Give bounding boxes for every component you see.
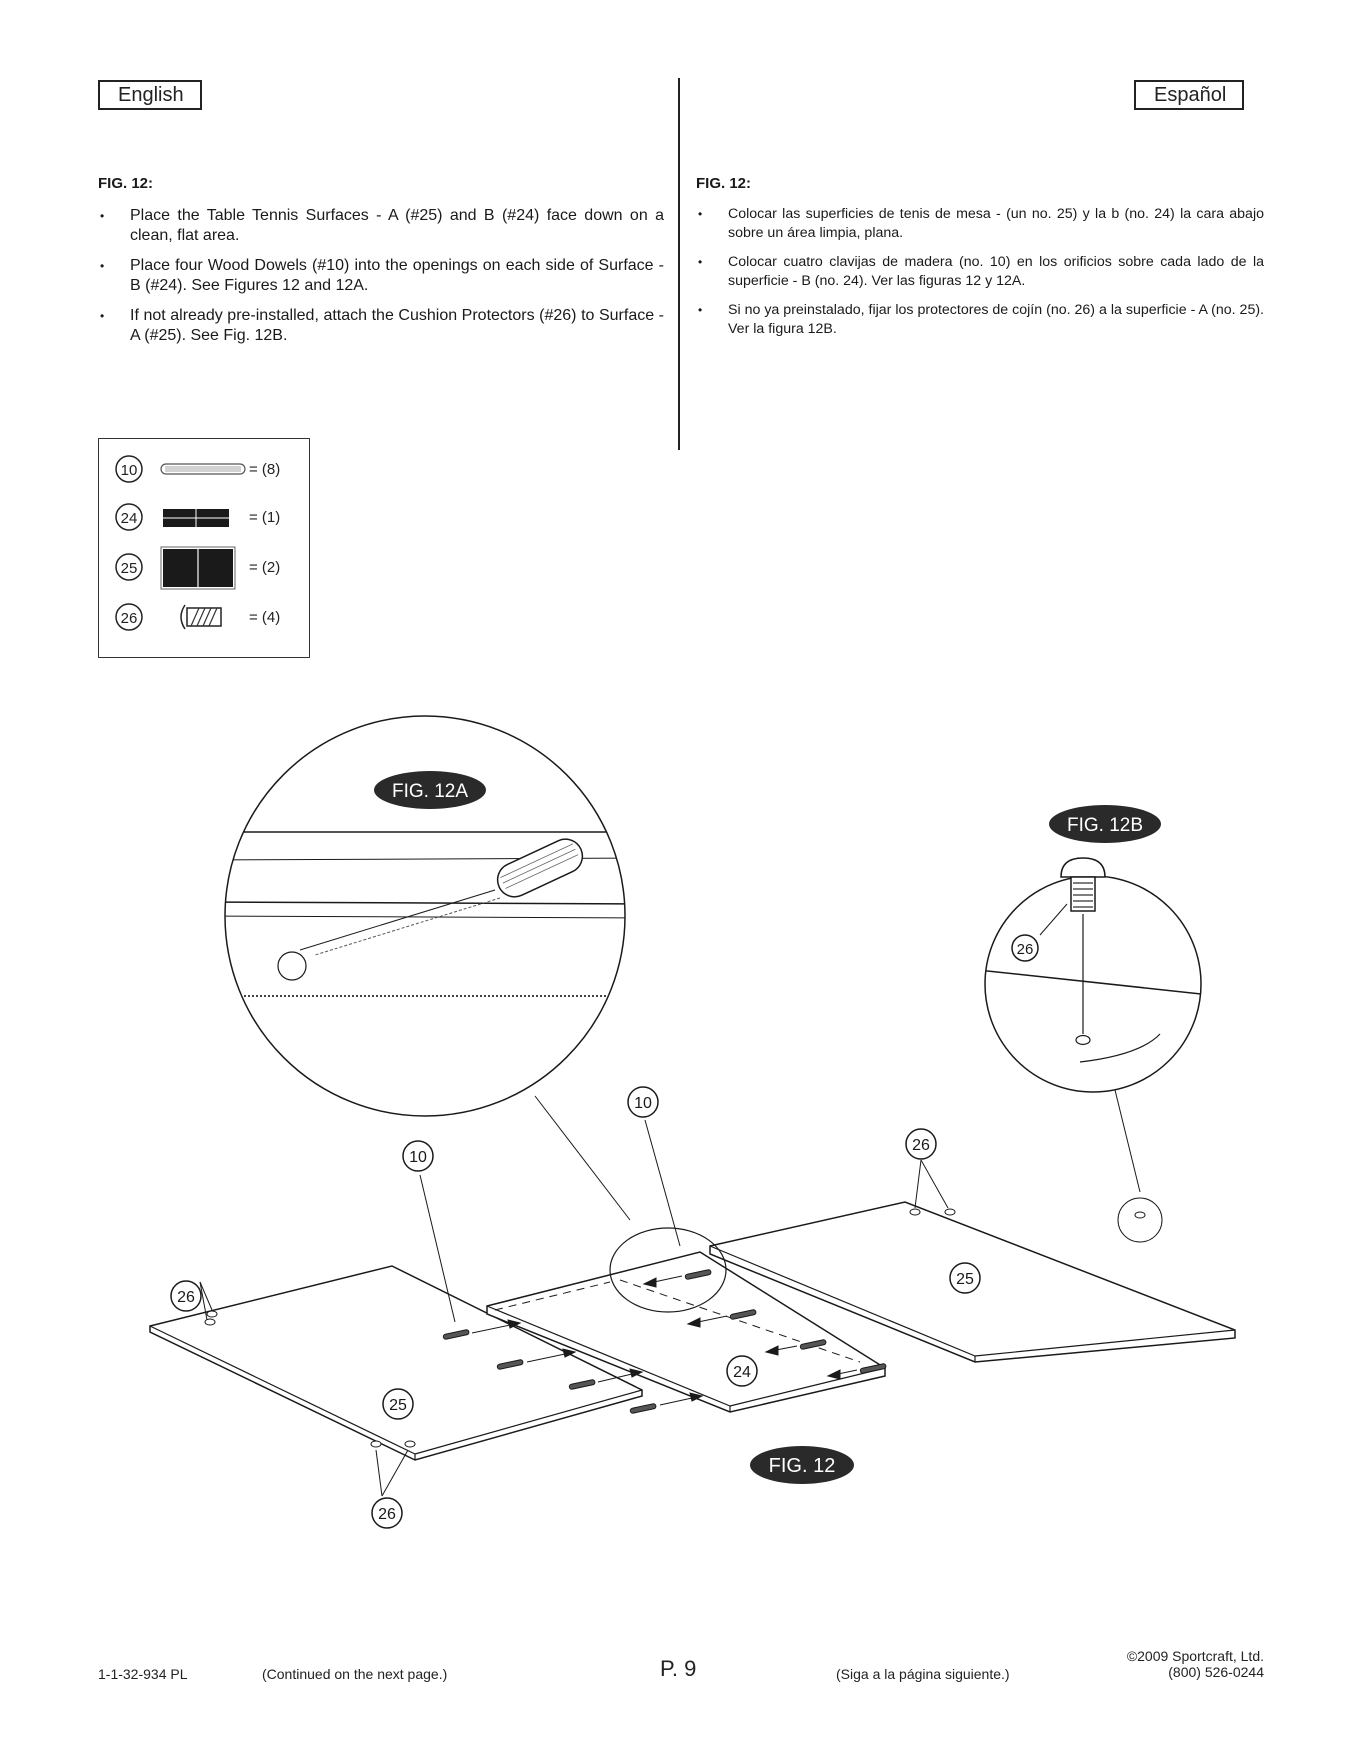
phone-number: (800) 526-0244 [1168,1664,1264,1680]
part-quantity: = (1) [249,509,281,526]
copyright-block: ©2009 Sportcraft, Ltd. (800) 526-0244 [1040,1648,1264,1680]
surface-b-icon [163,509,229,527]
callout-leaders [199,1119,949,1497]
callout-protector-right: 26 [905,1128,937,1160]
parts-row: 25 [115,546,236,590]
spanish-language-label: Español [1134,80,1245,110]
callout-dowel-number: 10 [634,1095,652,1112]
surface-a-icon [160,546,236,590]
english-fig-heading: FIG. 12: [98,175,154,192]
callout-protector-bottom: 26 [371,1497,403,1529]
detail-marker-circle [1117,1197,1163,1243]
fig-12a-label: FIG. 12A [392,781,468,802]
part-number: 25 [121,560,138,577]
callout-protector-number: 26 [1017,941,1034,958]
part-quantity: = (8) [249,461,281,478]
callout-circle [1011,934,1039,962]
callout-dowel-number: 10 [409,1149,427,1166]
english-instructions: FIG. 12: Place the Table Tennis Surfaces… [98,174,664,356]
cushion-protector-marker [404,1440,416,1448]
english-step: If not already pre-installed, attach the… [98,306,664,346]
cushion-protector-icon [180,604,222,630]
continued-spanish: (Siga a la página siguiente.) [836,1666,1010,1682]
parts-list: 10 24 25 [98,438,310,658]
part-number-circle [115,603,143,631]
callout-surface-b: 24 [726,1355,758,1387]
callout-surface-a-number: 25 [389,1397,407,1414]
wood-dowel-icon [160,463,246,475]
fig-12a-zoom-marker [609,1227,727,1313]
page-number: P. 9 [660,1656,697,1681]
english-step: Place the Table Tennis Surfaces - A (#25… [98,206,664,246]
zoom-cushion-protector-icon [1060,857,1106,1046]
callout-surface-a-left: 25 [382,1388,414,1420]
callout-protector-left: 26 [170,1280,202,1312]
zoom-dowel-icon [277,838,584,981]
fig-12a-detail: FIG. 12A [224,715,626,1117]
fig-12a-badge: FIG. 12A [374,771,486,809]
fig-12b-label: FIG. 12B [1067,815,1143,836]
fig-12b-badge: FIG. 12B [1049,805,1161,843]
fig-12-label: FIG. 12 [769,1455,836,1477]
spanish-instructions: FIG. 12: Colocar las superficies de teni… [696,174,1264,349]
fig-12-badge: FIG. 12 [750,1446,854,1484]
fig-12b-detail: 26 FIG. 12B [984,805,1202,1093]
callout-surface-a-number: 25 [956,1271,974,1288]
parts-row: 26 [115,603,222,631]
callout-dowel-left: 10 [402,1140,434,1172]
spanish-fig-heading: FIG. 12: [696,175,752,192]
part-number-circle [115,503,143,531]
part-number: 26 [121,610,138,627]
document-code: 1-1-32-934 PL [98,1666,188,1682]
left-surface-a [149,1265,643,1461]
cushion-protector-marker [370,1440,382,1448]
callout-surface-b-number: 24 [733,1364,751,1381]
part-number-circle [115,455,143,483]
callout-surface-a-right: 25 [949,1262,981,1294]
spanish-step: Colocar cuatro clavijas de madera (no. 1… [696,253,1264,291]
english-step: Place four Wood Dowels (#10) into the op… [98,256,664,296]
callout-dowel-center: 10 [627,1086,659,1118]
column-divider [678,78,680,450]
part-number-circle [115,553,143,581]
copyright: ©2009 Sportcraft, Ltd. [1126,1648,1264,1664]
continued-english: (Continued on the next page.) [262,1666,448,1682]
center-surface-b [486,1251,886,1413]
english-steps: Place the Table Tennis Surfaces - A (#25… [98,206,664,346]
cushion-protector-marker [944,1208,956,1216]
assembly-diagram: FIG. 12A 26 FIG. 12B [149,715,1236,1529]
cushion-protector-marker [206,1310,218,1318]
spanish-step: Colocar las superficies de tenis de mesa… [696,205,1264,243]
spanish-steps: Colocar las superficies de tenis de mesa… [696,205,1264,339]
part-number: 10 [121,462,138,479]
part-quantity: = (2) [249,559,281,576]
cushion-protector-marker [909,1208,921,1216]
callout-protector-number: 26 [177,1289,195,1306]
callout-protector-number: 26 [378,1506,396,1523]
english-language-label: English [98,80,202,110]
part-number: 24 [121,510,138,527]
parts-row: 24 [115,503,229,531]
wood-dowel-arrows [442,1269,887,1414]
spanish-step: Si no ya preinstalado, fijar los protect… [696,301,1264,339]
parts-row: 10 [115,455,246,483]
part-quantity: = (4) [249,609,281,626]
cushion-protector-marker [204,1318,216,1326]
callout-protector-number: 26 [912,1137,930,1154]
